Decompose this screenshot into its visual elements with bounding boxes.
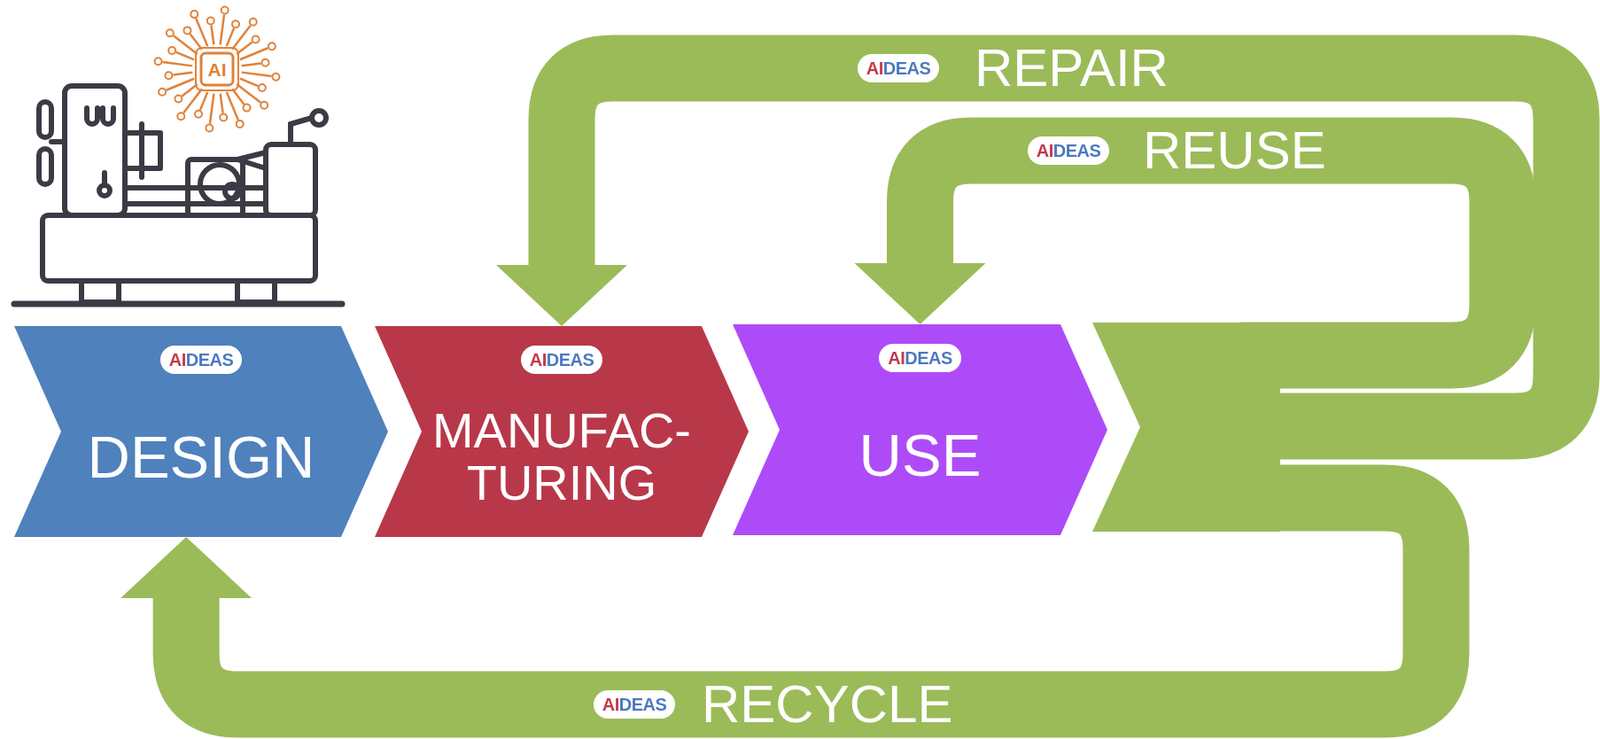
chip-pad xyxy=(221,7,229,15)
chip-pad xyxy=(260,101,268,109)
chip-trace xyxy=(172,72,193,76)
stage-title: MANUFAC- TURING xyxy=(432,404,692,509)
chip-trace xyxy=(226,28,234,47)
chip-pad xyxy=(174,95,182,103)
chip-trace xyxy=(166,78,195,91)
chip-label: AI xyxy=(208,60,227,79)
chip-pad xyxy=(168,46,176,55)
chevron-fill xyxy=(14,326,389,537)
chip-trace xyxy=(241,62,262,66)
chip-trace xyxy=(226,92,239,120)
badge-text: AIDEAS xyxy=(887,348,953,368)
chip-pad xyxy=(166,29,174,37)
chip-pad xyxy=(205,124,213,132)
chip-pad xyxy=(232,20,240,28)
chip-trace xyxy=(176,52,195,60)
chip-pad xyxy=(258,84,266,92)
badge-pill: AIDEAS xyxy=(857,54,940,83)
chip-trace xyxy=(210,24,214,45)
badge-text: AIDEAS xyxy=(169,349,234,370)
loop-label: REPAIR xyxy=(974,38,1169,98)
stage-chevron: AIDEAS USE xyxy=(732,324,1108,536)
badge-text: AIDEAS xyxy=(866,58,932,78)
chip-trace xyxy=(240,47,268,60)
chip-trace xyxy=(236,42,252,55)
arrow-head xyxy=(854,263,987,325)
machine-drawing xyxy=(14,85,342,304)
chip-pad xyxy=(194,110,202,118)
stage-title: USE xyxy=(790,424,1050,487)
chip-pad xyxy=(219,114,227,122)
chip-trace xyxy=(209,93,214,125)
stage-chevron: AIDEAS MANUFAC- TURING xyxy=(374,326,749,537)
stage-title: DESIGN xyxy=(71,426,331,489)
chip-trace xyxy=(220,15,225,46)
chip-pad xyxy=(155,57,163,65)
badge-text: AIDEAS xyxy=(602,694,668,715)
chip-pad xyxy=(243,104,251,112)
chip-pad xyxy=(164,71,172,79)
chip-trace xyxy=(200,92,208,110)
chip-trace xyxy=(232,88,244,104)
chip-trace xyxy=(241,72,272,77)
badge-pill: AIDEAS xyxy=(593,690,676,719)
chip-pad xyxy=(271,73,280,81)
chip-trace xyxy=(220,93,224,114)
stage-chevron: AIDEAS DESIGN xyxy=(14,326,389,537)
chip-pad xyxy=(268,42,276,50)
chip-pad xyxy=(183,26,191,34)
chip-pad xyxy=(190,10,198,18)
badge-pill: AIDEAS xyxy=(878,343,962,373)
chip-pad xyxy=(252,35,260,43)
chip-pad xyxy=(158,88,166,96)
badge-pill: AIDEAS xyxy=(520,345,604,374)
badge-text: AIDEAS xyxy=(1036,140,1102,161)
ai-chip-icon xyxy=(155,7,280,133)
badge-pill: AIDEAS xyxy=(160,345,243,374)
badge-text: AIDEAS xyxy=(529,349,595,370)
chevron-fill xyxy=(374,326,749,537)
arrow-head xyxy=(496,264,628,327)
chip-trace xyxy=(195,18,208,47)
chip-pad xyxy=(177,112,185,120)
chevron-fill xyxy=(732,324,1108,536)
chip-trace xyxy=(240,78,258,86)
chip-pad xyxy=(207,16,215,24)
loop-label: RECYCLE xyxy=(701,675,953,734)
chip-pad xyxy=(236,120,244,128)
badge-pill: AIDEAS xyxy=(1027,136,1111,165)
chip-pad xyxy=(249,18,257,26)
chip-trace xyxy=(190,33,202,49)
chip-trace xyxy=(163,62,194,66)
loop-label: REUSE xyxy=(1142,121,1327,180)
chip-trace xyxy=(181,84,197,96)
chip-pad xyxy=(262,59,270,67)
arrow-head xyxy=(120,536,252,599)
